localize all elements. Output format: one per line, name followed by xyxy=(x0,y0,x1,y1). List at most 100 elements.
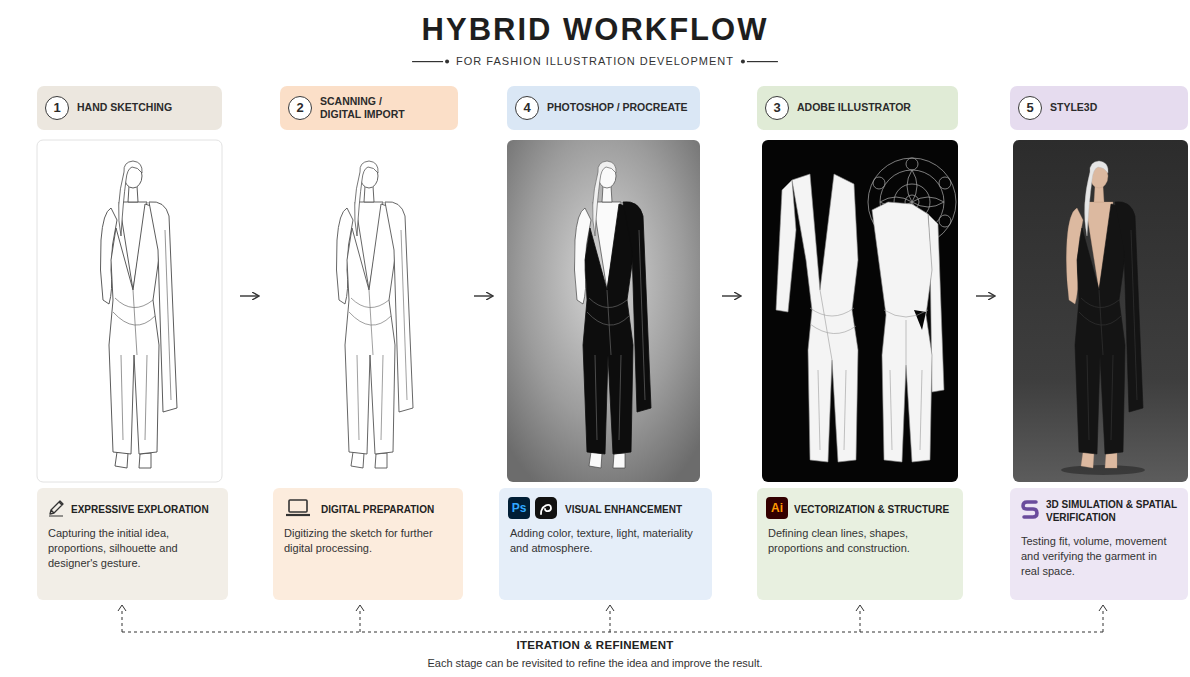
vector-flats-panel xyxy=(939,177,951,189)
subtitle-rule xyxy=(445,60,449,64)
stage-title: STYLE3D xyxy=(1050,101,1182,114)
diagram-title: HYBRID WORKFLOW xyxy=(422,12,769,48)
vector-flats-panel xyxy=(939,215,951,227)
rendered-illustration-panel xyxy=(507,140,700,482)
description-box: 3D SIMULATION & SPATIAL VERIFICATION Test… xyxy=(1010,488,1188,600)
step-number-circle: 3 xyxy=(765,96,789,120)
vector-flats-panel xyxy=(914,310,926,330)
laptop-icon xyxy=(285,498,311,518)
description-heading: 3D SIMULATION & SPATIAL VERIFICATION xyxy=(1046,498,1182,524)
scan-panel xyxy=(273,140,458,482)
sketch-panel xyxy=(37,140,222,482)
vector-flats-panel xyxy=(776,158,956,462)
style3d-logo xyxy=(1020,498,1040,520)
procreate-icon xyxy=(535,497,557,519)
description-body: Adding color, texture, light, materialit… xyxy=(510,526,701,556)
app-badge: Ai xyxy=(766,497,788,519)
sketch-panel xyxy=(113,230,171,440)
subtitle-rule xyxy=(412,61,443,62)
app-badge: Ps xyxy=(508,497,530,519)
3d-render-panel xyxy=(1075,202,1143,454)
scan-panel xyxy=(336,161,413,468)
stage-header: PHOTOSHOP / PROCREATE 4 xyxy=(507,86,700,130)
app-badge-text: Ai xyxy=(766,497,788,519)
step-number: 2 xyxy=(289,97,311,118)
iteration-bracket xyxy=(118,605,1107,611)
step-number: 5 xyxy=(1019,97,1041,118)
3d-render-panel xyxy=(1079,230,1137,440)
description-heading: EXPRESSIVE EXPLORATION xyxy=(71,503,222,516)
pencil-icon xyxy=(50,501,63,514)
stage-title: PHOTOSHOP / PROCREATE xyxy=(547,101,697,114)
flow-arrow xyxy=(722,295,740,296)
flow-arrow xyxy=(240,295,258,296)
step-number: 1 xyxy=(46,97,68,118)
iteration-title: ITERATION & REFINEMENT xyxy=(516,639,673,653)
description-heading: VISUAL ENHANCEMENT xyxy=(565,503,706,516)
description-box: DIGITAL PREPARATION Digitizing the sketch… xyxy=(273,488,463,600)
flow-arrow xyxy=(474,295,492,296)
3d-render-panel xyxy=(1061,161,1145,475)
rendered-illustration-panel xyxy=(593,161,616,236)
vector-flats-panel xyxy=(873,177,885,189)
step-number: 3 xyxy=(766,97,788,118)
pencil-icon xyxy=(49,516,63,517)
stage-title: SCANNING / DIGITAL IMPORT xyxy=(320,95,420,121)
description-heading: VECTORIZATION & STRUCTURE xyxy=(794,503,957,516)
vector-flats-panel xyxy=(776,174,944,462)
description-box: EXPRESSIVE EXPLORATION Capturing the init… xyxy=(37,488,228,600)
vector-flats-panel xyxy=(762,140,958,482)
scan-panel xyxy=(349,230,407,440)
stage-header: SCANNING / DIGITAL IMPORT 2 xyxy=(280,86,458,130)
3d-render-panel xyxy=(1013,140,1188,482)
description-box: VECTORIZATION & STRUCTURE Defining clean … xyxy=(757,488,963,600)
subtitle: FOR FASHION ILLUSTRATION DEVELOPMENT xyxy=(456,55,734,68)
description-body: Defining clean lines, shapes, proportion… xyxy=(768,526,952,556)
3d-render-panel xyxy=(1061,465,1145,475)
step-number-circle: 5 xyxy=(1018,96,1042,120)
sketch-panel xyxy=(109,202,177,454)
stage-title: HAND SKETCHING xyxy=(77,101,216,114)
step-number: 4 xyxy=(516,97,538,118)
description-heading: DIGITAL PREPARATION xyxy=(321,503,457,516)
rendered-illustration-panel xyxy=(507,140,700,482)
scan-panel xyxy=(345,202,413,454)
iteration-bracket xyxy=(118,605,1107,632)
procreate-icon xyxy=(535,497,557,519)
procreate-icon xyxy=(541,505,551,514)
sketch-panel xyxy=(119,161,142,236)
description-body: Digitizing the sketch for further digita… xyxy=(284,526,452,556)
rendered-illustration-panel xyxy=(587,230,645,440)
stage-header: HAND SKETCHING 1 xyxy=(37,86,222,130)
vector-flats-panel xyxy=(810,290,928,450)
description-body: Testing fit, volume, movement and verify… xyxy=(1021,534,1177,580)
pencil-icon xyxy=(47,499,65,517)
stage-header: STYLE3D 5 xyxy=(1010,86,1188,130)
style3d-logo xyxy=(1023,502,1037,517)
vector-flats-panel xyxy=(762,140,958,482)
sketch-panel xyxy=(100,161,177,468)
rendered-illustration-panel xyxy=(583,202,651,454)
flow-arrow xyxy=(240,295,994,296)
scan-panel xyxy=(355,161,378,236)
sketch-panel xyxy=(37,140,222,482)
step-number-circle: 1 xyxy=(45,96,69,120)
3d-render-panel xyxy=(1013,140,1188,482)
scan-panel xyxy=(273,140,458,482)
app-badge-text: Ps xyxy=(508,497,530,519)
vector-flats-panel xyxy=(776,180,796,312)
rendered-illustration-panel xyxy=(574,161,651,468)
subtitle-rule xyxy=(741,60,745,64)
description-body: Capturing the initial idea, proportions,… xyxy=(48,526,217,572)
vector-flats-panel xyxy=(906,158,918,170)
3d-render-panel xyxy=(1085,161,1108,236)
laptop-icon xyxy=(289,500,307,512)
iteration-bracket xyxy=(122,608,1103,632)
laptop-icon xyxy=(286,514,310,516)
step-number-circle: 4 xyxy=(515,96,539,120)
iteration-note: Each stage can be revisited to refine th… xyxy=(427,657,762,670)
flow-arrow xyxy=(976,295,994,296)
stage-header: ADOBE ILLUSTRATOR3 xyxy=(757,86,958,130)
step-number-circle: 2 xyxy=(288,96,312,120)
